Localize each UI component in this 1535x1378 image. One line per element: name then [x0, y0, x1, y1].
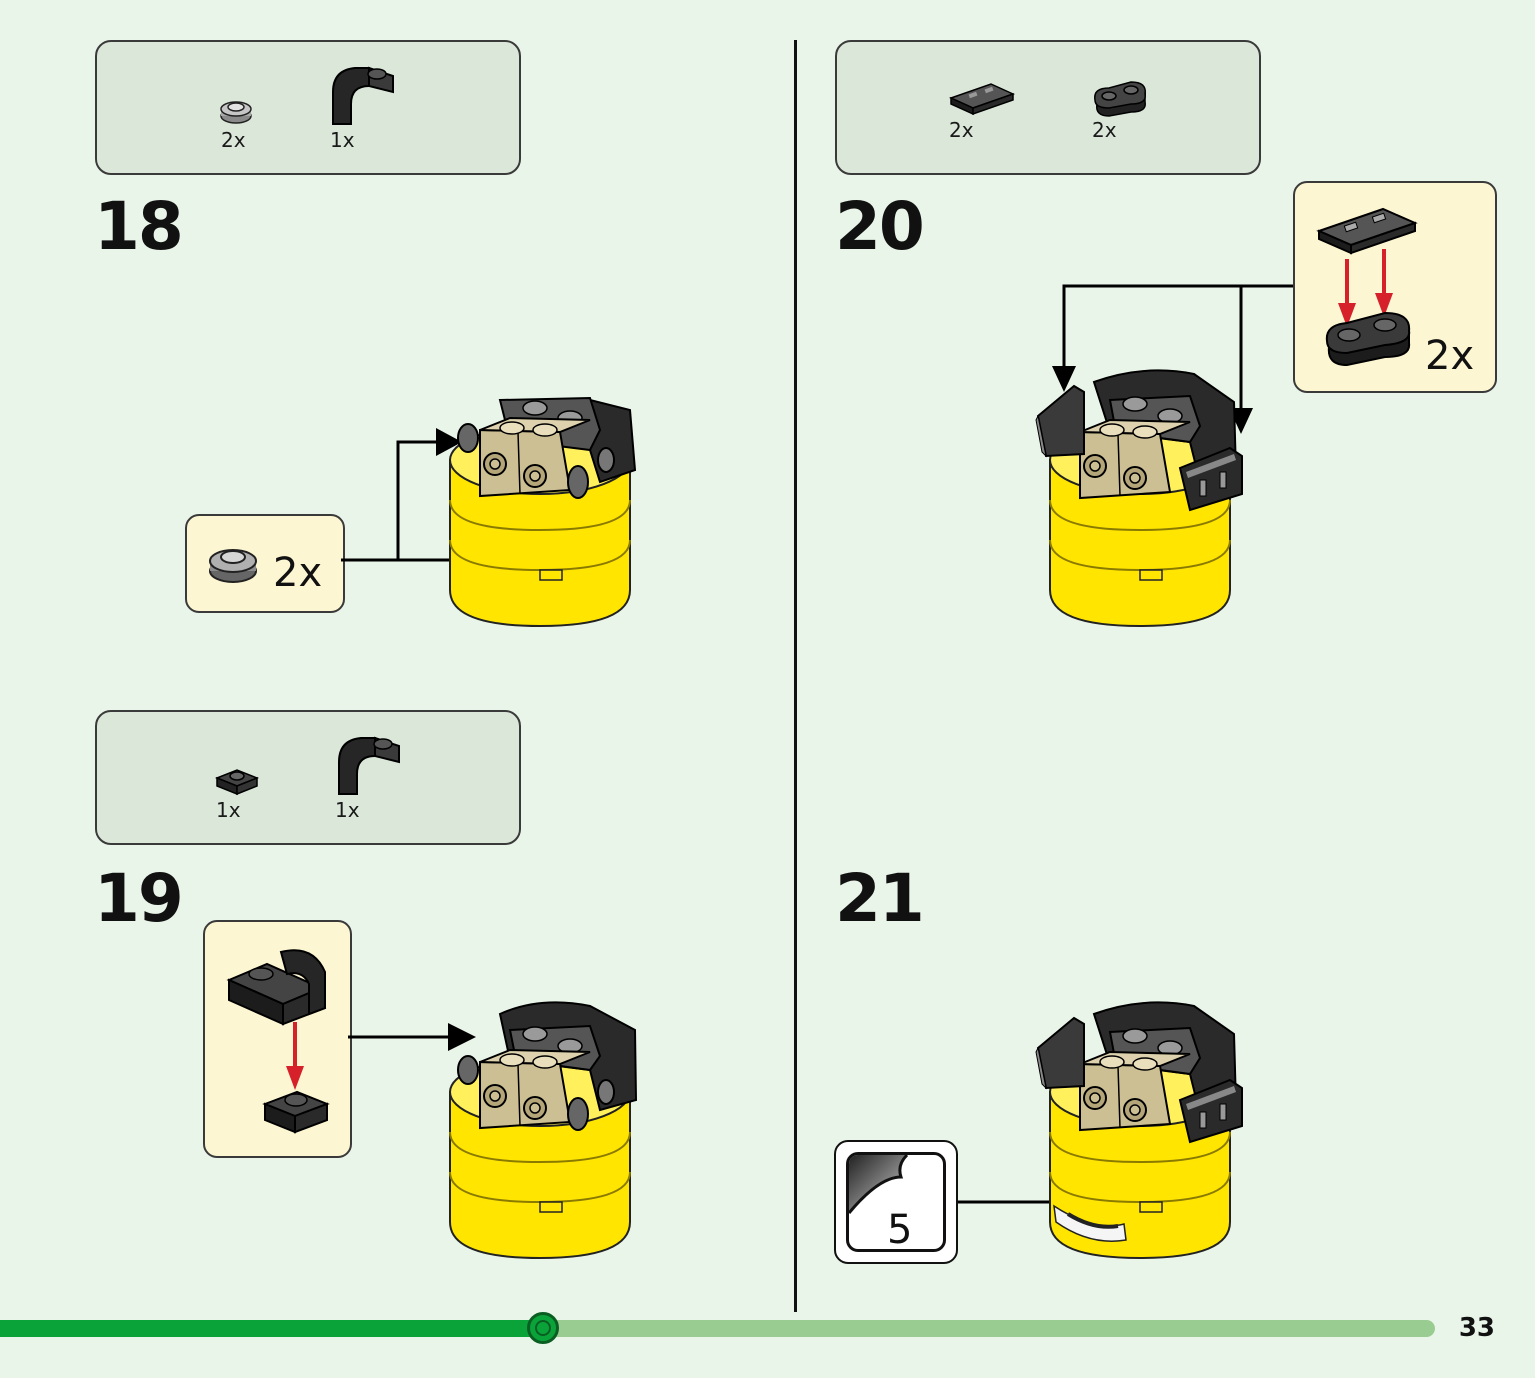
- part-qty: 2x: [221, 128, 246, 152]
- callout-step-18: 2x: [185, 514, 345, 613]
- build-model-step-20: [1035, 369, 1243, 628]
- plate-1x2-rounded-black-icon: [1094, 81, 1146, 117]
- plate-1x1-black-icon: [214, 769, 260, 796]
- build-model-step-21: [1035, 1001, 1243, 1260]
- progress-fill: [0, 1320, 543, 1337]
- sticker-callout: 5: [834, 1140, 958, 1264]
- step-number: 18: [94, 188, 184, 265]
- build-model-step-19: [449, 1001, 638, 1260]
- callout-step-19: [203, 920, 352, 1158]
- assembly-arrow-red: [1338, 259, 1356, 327]
- part-qty: 2x: [1092, 118, 1117, 142]
- round-plate-1x1-icon: [209, 549, 257, 583]
- callout-qty: 2x: [273, 550, 323, 596]
- step-number: 21: [835, 860, 925, 937]
- sticker-number: 5: [887, 1207, 913, 1252]
- part-qty: 1x: [330, 128, 355, 152]
- part-qty: 2x: [949, 118, 974, 142]
- plate-1x2-rounded-black-icon: [1325, 311, 1411, 367]
- assembly-arrow-red: [286, 1022, 304, 1090]
- curved-slope-black-icon: [332, 66, 394, 125]
- assembly-arrow-red: [1375, 249, 1393, 317]
- tile-grille-black-icon: [1316, 207, 1418, 255]
- part-qty: 1x: [335, 798, 360, 822]
- progress-knob: [527, 1312, 559, 1344]
- column-divider: [794, 40, 797, 1312]
- step-number: 20: [835, 188, 925, 265]
- parts-box-step-20: 2x 2x: [835, 40, 1261, 175]
- round-plate-1x1-icon: [220, 101, 252, 124]
- curved-slope-black-icon: [338, 736, 400, 795]
- parts-box-step-18: 2x 1x: [95, 40, 521, 175]
- parts-box-step-19: 1x 1x: [95, 710, 521, 845]
- build-model-step-18: [449, 396, 637, 628]
- step-number: 19: [94, 860, 184, 937]
- sticker-sheet-icon: 5: [846, 1152, 946, 1252]
- page-number: 33: [1458, 1313, 1495, 1343]
- part-qty: 1x: [216, 798, 241, 822]
- curved-slope-black-icon: [226, 949, 327, 1026]
- plate-1x1-black-icon: [262, 1090, 330, 1134]
- callout-step-20: 2x: [1293, 181, 1497, 393]
- callout-qty: 2x: [1425, 333, 1475, 379]
- tile-grille-black-icon: [948, 83, 1016, 116]
